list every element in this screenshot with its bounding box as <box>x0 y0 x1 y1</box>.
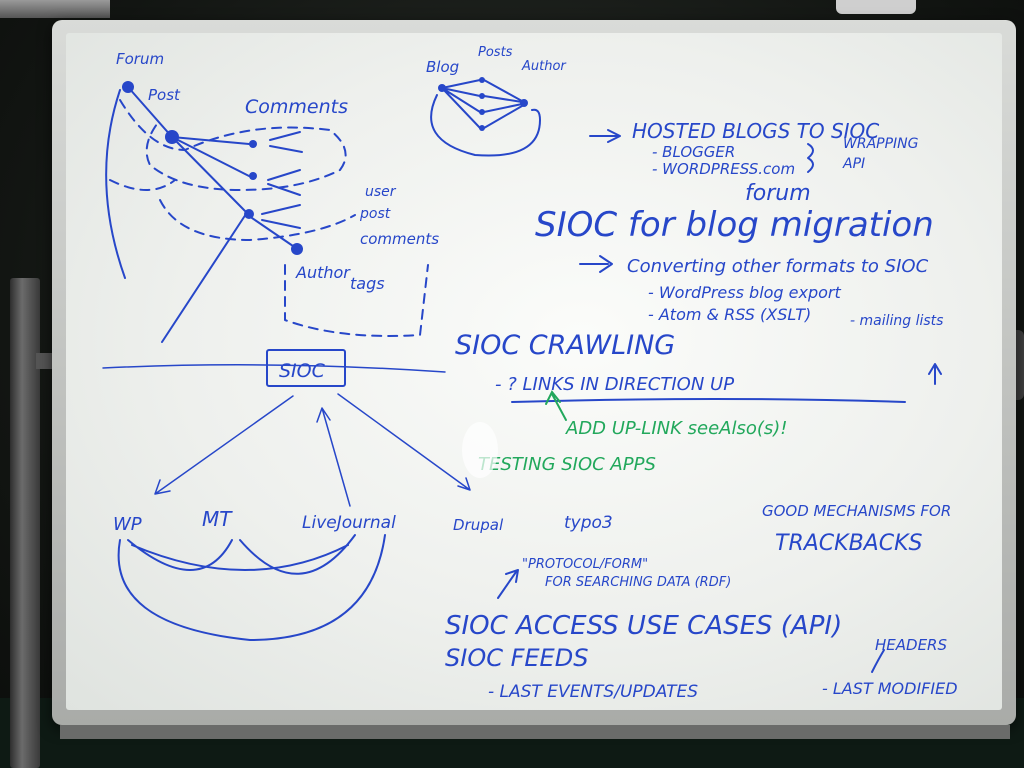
platform-mt: MT <box>202 507 233 531</box>
wrapping-note: WRAPPING <box>843 136 919 152</box>
platform-livejournal: LiveJournal <box>302 513 396 533</box>
sioc-box-label: SIOC <box>279 360 326 382</box>
atom-rss-note: - Atom & RSS (XSLT) <box>648 305 811 324</box>
sioc-box <box>266 349 346 387</box>
converting-note: Converting other formats to SIOC <box>627 256 929 277</box>
comments-label: Comments <box>245 96 348 118</box>
platform-typo3: typo3 <box>564 513 613 533</box>
marker-tray <box>60 725 1010 739</box>
searching-note: FOR SEARCHING DATA (RDF) <box>545 575 731 590</box>
comment-node-1 <box>249 140 257 148</box>
links-up-note: - ? LINKS IN DIRECTION UP <box>495 374 734 395</box>
add-uplink-note: ADD UP-LINK seeAlso(s)! <box>565 418 788 439</box>
light-glare <box>462 422 498 478</box>
ceiling-light <box>0 0 110 18</box>
forum-note: forum <box>745 181 811 206</box>
projector <box>836 0 916 14</box>
mailing-lists-note: - mailing lists <box>850 313 943 329</box>
blogger-note: - BLOGGER <box>652 143 735 161</box>
wp-export-note: - WordPress blog export <box>648 283 842 302</box>
last-events-note: - LAST EVENTS/UPDATES <box>488 682 698 702</box>
post-node-b <box>479 93 485 99</box>
hosted-blogs-note: HOSTED BLOGS TO SIOC <box>632 119 879 143</box>
user-label: user <box>365 184 397 200</box>
blog-label: Blog <box>426 58 459 76</box>
headers-note: HEADERS <box>875 636 947 654</box>
post-label: Post <box>148 86 181 104</box>
platform-wp: WP <box>113 514 142 535</box>
protocol-note: "PROTOCOL/FORM" <box>522 557 648 572</box>
post-small-label: post <box>359 206 391 222</box>
blog-diagram: Blog Posts Author <box>426 45 567 157</box>
migration-note: SIOC for blog migration <box>535 205 934 245</box>
good-mechanisms-note: GOOD MECHANISMS FOR <box>762 502 951 520</box>
tags-label: tags <box>350 274 385 293</box>
whiteboard-drawing: Forum Post Comments user post comments A… <box>102 45 958 702</box>
access-use-note: SIOC ACCESS USE CASES (API) <box>445 611 842 641</box>
author-label: Author <box>295 263 351 282</box>
wordpress-com-note: - WORDPRESS.com <box>652 160 795 178</box>
network-diagram: Forum Post Comments user post comments A… <box>105 50 439 343</box>
posts-label: Posts <box>478 45 513 60</box>
blog-author-label: Author <box>521 59 567 74</box>
comments-small-label: comments <box>360 230 439 248</box>
post-node-d <box>479 125 485 131</box>
platform-drupal: Drupal <box>453 516 504 534</box>
last-modified-note: - LAST MODIFIED <box>822 679 958 698</box>
testing-note: TESTING SIOC APPS <box>478 454 656 475</box>
trackbacks-note: TRACKBACKS <box>775 531 922 556</box>
forum-label: Forum <box>116 50 164 68</box>
feeds-note: SIOC FEEDS <box>445 644 588 672</box>
sioc-hub-diagram: SIOC WP MT LiveJournal Drupal typo3 <box>102 349 613 641</box>
whiteboard-surface: Forum Post Comments user post comments A… <box>66 33 1002 710</box>
post-node-a <box>479 77 485 83</box>
api-note: API <box>842 156 865 172</box>
post-node-c <box>479 109 485 115</box>
crawling-note: SIOC CRAWLING <box>455 330 675 361</box>
whiteboard-stand-pole <box>10 278 40 768</box>
notes: HOSTED BLOGS TO SIOC - BLOGGER - WORDPRE… <box>445 119 958 702</box>
comment-node-2 <box>249 172 257 180</box>
